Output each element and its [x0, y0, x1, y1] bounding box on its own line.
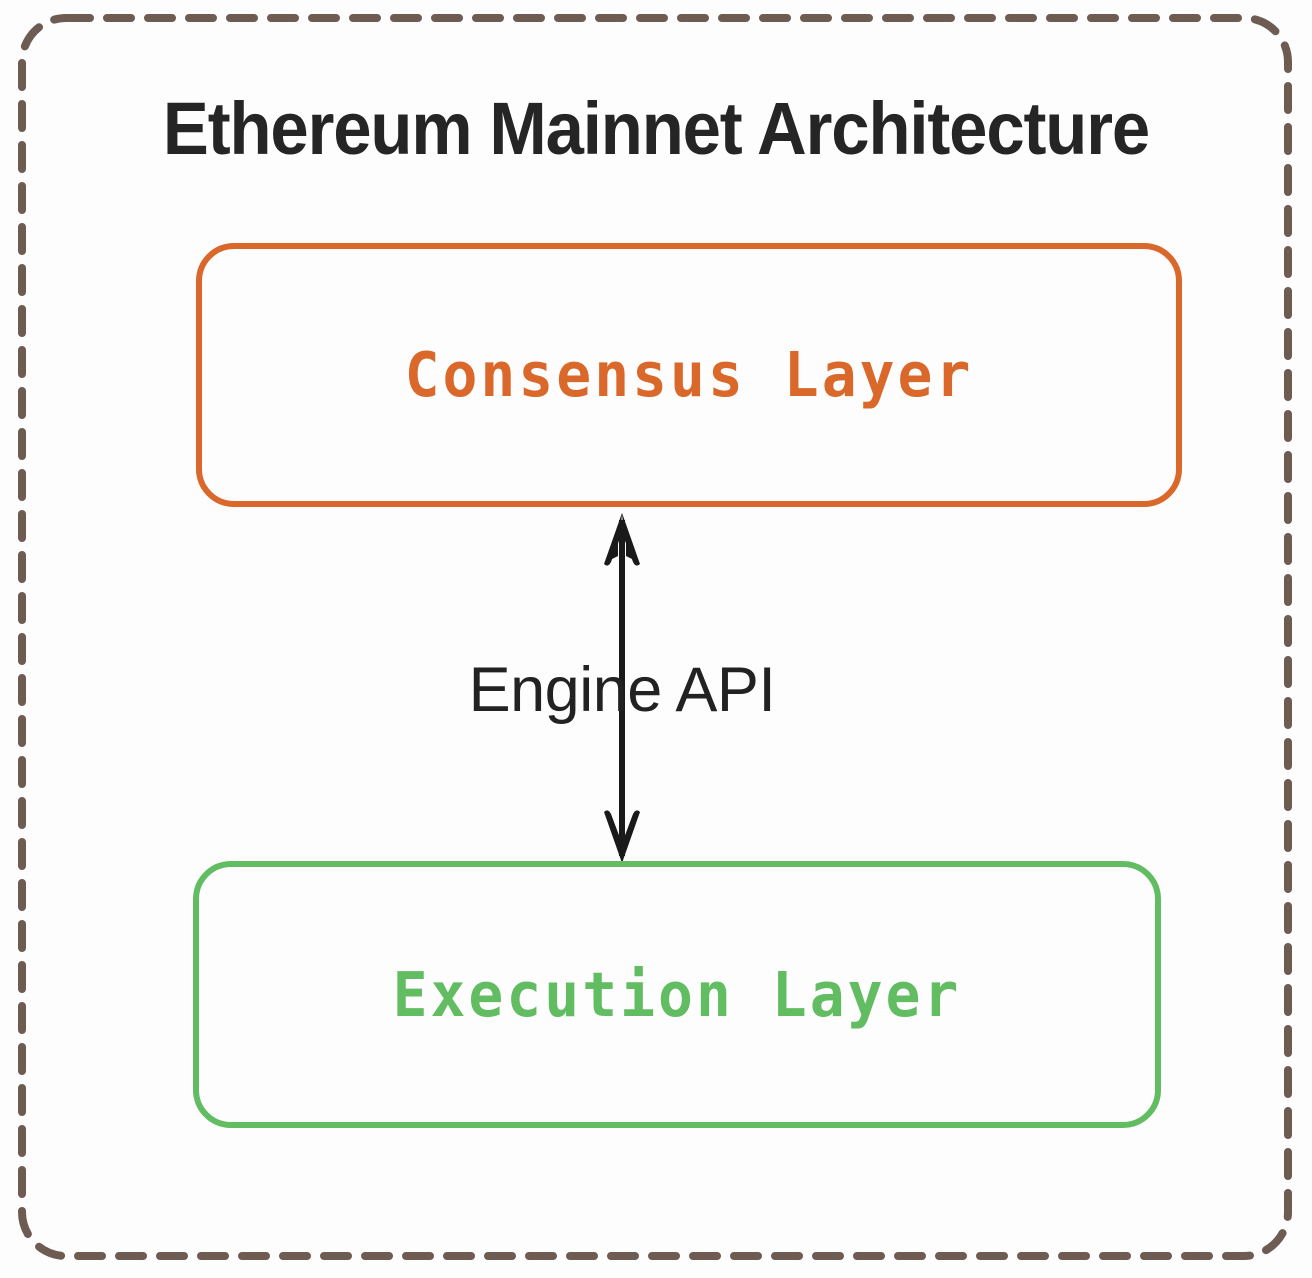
arrowhead-up-right-barb [622, 513, 640, 566]
engine-api-label: Engine API [468, 655, 776, 725]
arrowhead-up-left-barb [604, 513, 622, 566]
node-execution-layer[interactable]: Execution Layer [193, 861, 1161, 1128]
page-title: Ethereum Mainnet Architecture [162, 87, 1150, 170]
arrowhead-down-right-barb [622, 810, 640, 863]
node-consensus-layer[interactable]: Consensus Layer [196, 243, 1182, 507]
arrowhead-down-left-barb [604, 810, 622, 863]
arrowhead-down-icon [613, 832, 631, 863]
node-consensus-layer-label: Consensus Layer [404, 338, 974, 412]
node-execution-layer-label: Execution Layer [392, 958, 962, 1031]
arrowhead-up-icon [606, 513, 638, 562]
